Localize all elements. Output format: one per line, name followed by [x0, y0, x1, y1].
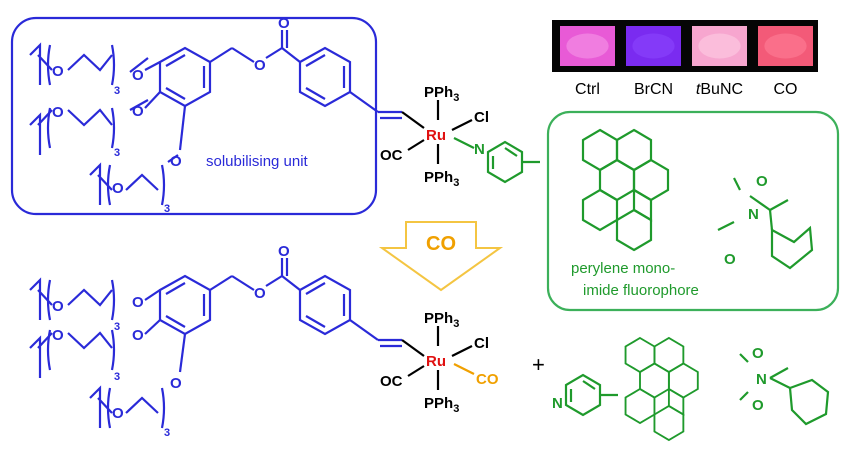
- swatch-glow-2: [632, 33, 675, 59]
- bottom-aryl-o-1: O: [132, 294, 144, 311]
- swatch-label-text-4: CO: [774, 81, 798, 98]
- swatch-label-1: Ctrl: [575, 81, 600, 98]
- top-chain-o-1: O: [52, 63, 64, 80]
- solubilising-unit-label: solubilising unit: [206, 153, 309, 170]
- bottom-aryl-o-3: O: [170, 375, 182, 392]
- bottom-chain-o-3: O: [112, 405, 124, 422]
- bottom-co: CO: [476, 371, 499, 388]
- swatch-label-3: tBuNC: [696, 81, 743, 98]
- bottom-pph3-top: PPh3: [424, 310, 459, 330]
- swatch-glow-4: [764, 33, 807, 59]
- bottom-cl: Cl: [474, 335, 489, 352]
- top-peg-chains: [29, 42, 179, 206]
- bottom-metal: Ru: [426, 353, 446, 370]
- free-pmi-o-2: O: [752, 397, 764, 414]
- bottom-aryl-core: [144, 258, 402, 373]
- top-aryl-o-1: O: [132, 67, 144, 84]
- top-chain-o-2: O: [52, 104, 64, 121]
- top-pmi-o-2: O: [724, 251, 736, 268]
- swatch-glow-3: [698, 33, 741, 59]
- plus-sign: +: [532, 352, 545, 377]
- bottom-pph3-bottom: PPh3: [424, 395, 459, 415]
- top-aryl-o-2: O: [132, 103, 144, 120]
- top-aryl-core: [144, 30, 379, 151]
- bottom-repeat-sub-1: 3: [114, 321, 120, 333]
- top-imide: [717, 177, 814, 270]
- swatch-label-text-2: BrCN: [634, 81, 673, 98]
- top-peg-labels: O O O 3 3 3 O O O: [52, 63, 182, 215]
- arrow-label: CO: [426, 233, 456, 255]
- bottom-ester-o: O: [254, 285, 266, 302]
- free-pmi-n: N: [756, 371, 767, 388]
- solubilising-unit-box: [10, 16, 378, 216]
- free-pmi-o-1: O: [752, 345, 764, 362]
- top-chain-o-3: O: [112, 180, 124, 197]
- top-pyridine-n: N: [474, 141, 485, 158]
- bottom-repeat-sub-2: 3: [114, 371, 120, 383]
- free-pyridine: [564, 373, 618, 417]
- bottom-peg-chains: [29, 277, 166, 429]
- swatch-glow-1: [566, 33, 609, 59]
- top-pph3-bottom: PPh3: [424, 169, 459, 189]
- top-pmi-o-1: O: [756, 173, 768, 190]
- top-repeat-sub-3: 3: [164, 203, 170, 215]
- top-repeat-sub-1: 3: [114, 85, 120, 97]
- top-metal: Ru: [426, 127, 446, 144]
- top-vinyl: [378, 110, 425, 129]
- co-arrow: CO: [378, 221, 504, 292]
- swatch-label-2: BrCN: [634, 81, 673, 98]
- swatch-label-text-3: BuNC: [700, 81, 743, 98]
- top-cl: Cl: [474, 109, 489, 126]
- top-aryl-o-3: O: [170, 153, 182, 170]
- swatch-label-text-1: Ctrl: [575, 81, 600, 98]
- fluorophore-label-line2: imide fluorophore: [583, 282, 699, 299]
- free-pmi-core: [624, 337, 699, 441]
- bottom-aryl-o-2: O: [132, 327, 144, 344]
- bottom-repeat-sub-3: 3: [164, 427, 170, 439]
- bottom-oc: OC: [380, 373, 403, 390]
- swatch-label-italic-3: t: [696, 81, 701, 98]
- bottom-chain-o-1: O: [52, 298, 64, 315]
- fluorophore-label-line1: perylene mono-: [571, 260, 675, 277]
- free-pyridine-n: N: [552, 395, 563, 412]
- top-ru-bonds: [407, 100, 475, 164]
- top-oc: OC: [380, 147, 403, 164]
- top-ester-o: O: [254, 57, 266, 74]
- bottom-carbonyl-o: O: [278, 243, 290, 260]
- bottom-ru-bonds: [401, 326, 475, 390]
- bottom-chain-o-2: O: [52, 327, 64, 344]
- bottom-peg-labels: O O O 3 3 3 O O O: [52, 294, 182, 439]
- top-pph3-top: PPh3: [424, 84, 459, 104]
- swatch-label-4: CO: [774, 81, 798, 98]
- top-carbonyl-o: O: [278, 15, 290, 32]
- top-pmi-core: [581, 128, 670, 252]
- top-pmi-n: N: [748, 206, 759, 223]
- top-pyridine: [486, 140, 540, 184]
- fluorophore-box: [546, 110, 840, 312]
- top-repeat-sub-2: 3: [114, 147, 120, 159]
- free-imide: [739, 353, 830, 426]
